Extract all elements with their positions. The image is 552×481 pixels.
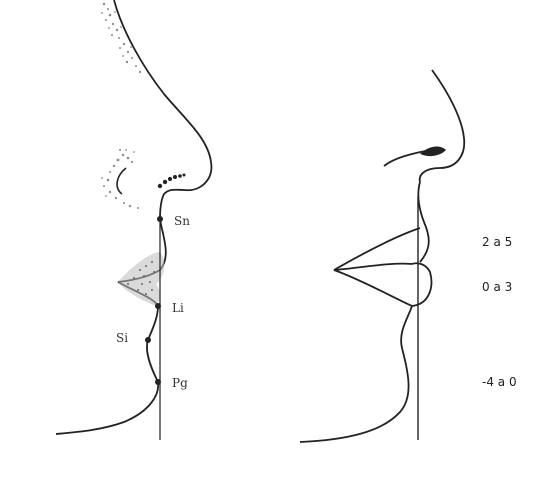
nose-outline-right — [418, 69, 466, 183]
ala-stipple — [101, 149, 139, 209]
right-profile: 2 a 5 0 a 3 -4 a 0 — [299, 69, 517, 443]
upper-lip-front-right — [417, 181, 430, 263]
lips-shading — [118, 252, 165, 306]
chin-neck-right — [299, 305, 413, 443]
range-chin-label: -4 a 0 — [482, 375, 517, 389]
lips-stipple — [127, 261, 155, 295]
range-lower-lip-label: 0 a 3 — [482, 280, 512, 294]
point-sn-label: Sn — [174, 214, 190, 228]
range-upper-lip-label: 2 a 5 — [482, 235, 512, 249]
point-si-label: Si — [116, 331, 128, 345]
left-profile: Sn Li Si Pg — [55, 0, 213, 440]
point-sn-marker — [157, 216, 163, 222]
chin-neck-outline — [55, 339, 159, 435]
point-li-marker — [155, 303, 161, 309]
alar-crease — [116, 167, 127, 195]
lower-lip-right — [333, 262, 433, 307]
point-si-marker — [145, 337, 151, 343]
point-li-label: Li — [172, 301, 184, 315]
upper-lip-right — [333, 227, 421, 271]
nose-outline — [113, 0, 213, 220]
nostril-right — [420, 146, 446, 157]
nostril — [157, 173, 186, 189]
point-pg-label: Pg — [172, 376, 188, 390]
nose-dorsum-stipple — [101, 2, 142, 74]
point-pg-marker — [155, 379, 161, 385]
